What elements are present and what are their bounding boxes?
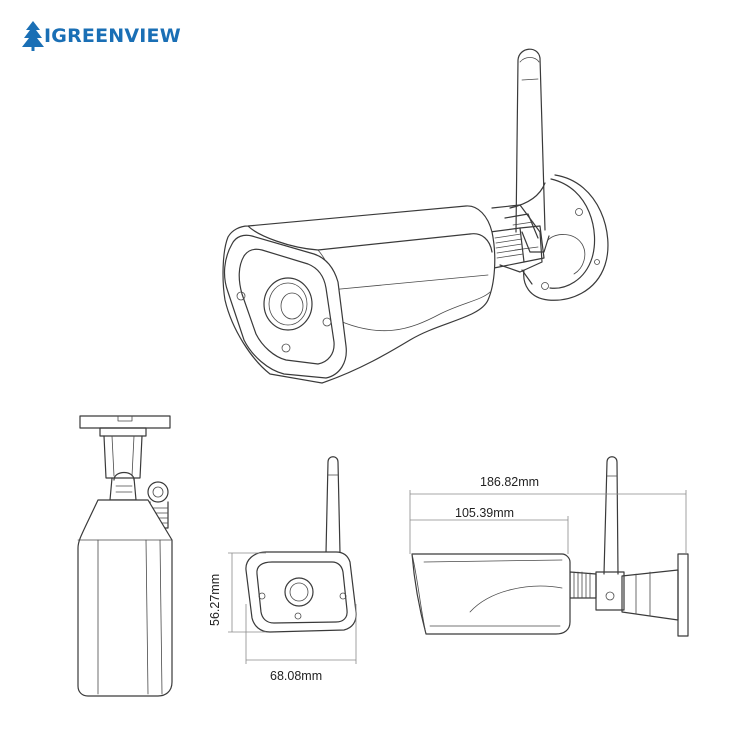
dimension-lines-length xyxy=(409,490,687,554)
length-mount xyxy=(569,553,689,637)
pine-tree-icon xyxy=(22,21,44,51)
length-housing xyxy=(411,553,571,635)
dimension-lines-front xyxy=(228,552,357,664)
length-antenna xyxy=(603,456,619,575)
front-bezel xyxy=(223,234,347,379)
body-length-label: 105.39mm xyxy=(455,506,515,520)
front-width-label: 68.08mm xyxy=(270,669,323,683)
side-housing xyxy=(77,499,173,697)
front-height-label: 56.27mm xyxy=(208,573,222,626)
antenna xyxy=(515,48,550,253)
front-antenna xyxy=(325,456,341,554)
antenna-connector xyxy=(489,225,545,269)
front-housing xyxy=(245,551,357,633)
brand-name: IGREENVIEW xyxy=(44,25,181,47)
brand-logo: IGREENVIEW xyxy=(22,21,181,51)
overall-length-label: 186.82mm xyxy=(480,475,540,489)
side-mount-plate xyxy=(79,415,171,437)
camera-lens xyxy=(263,277,313,331)
